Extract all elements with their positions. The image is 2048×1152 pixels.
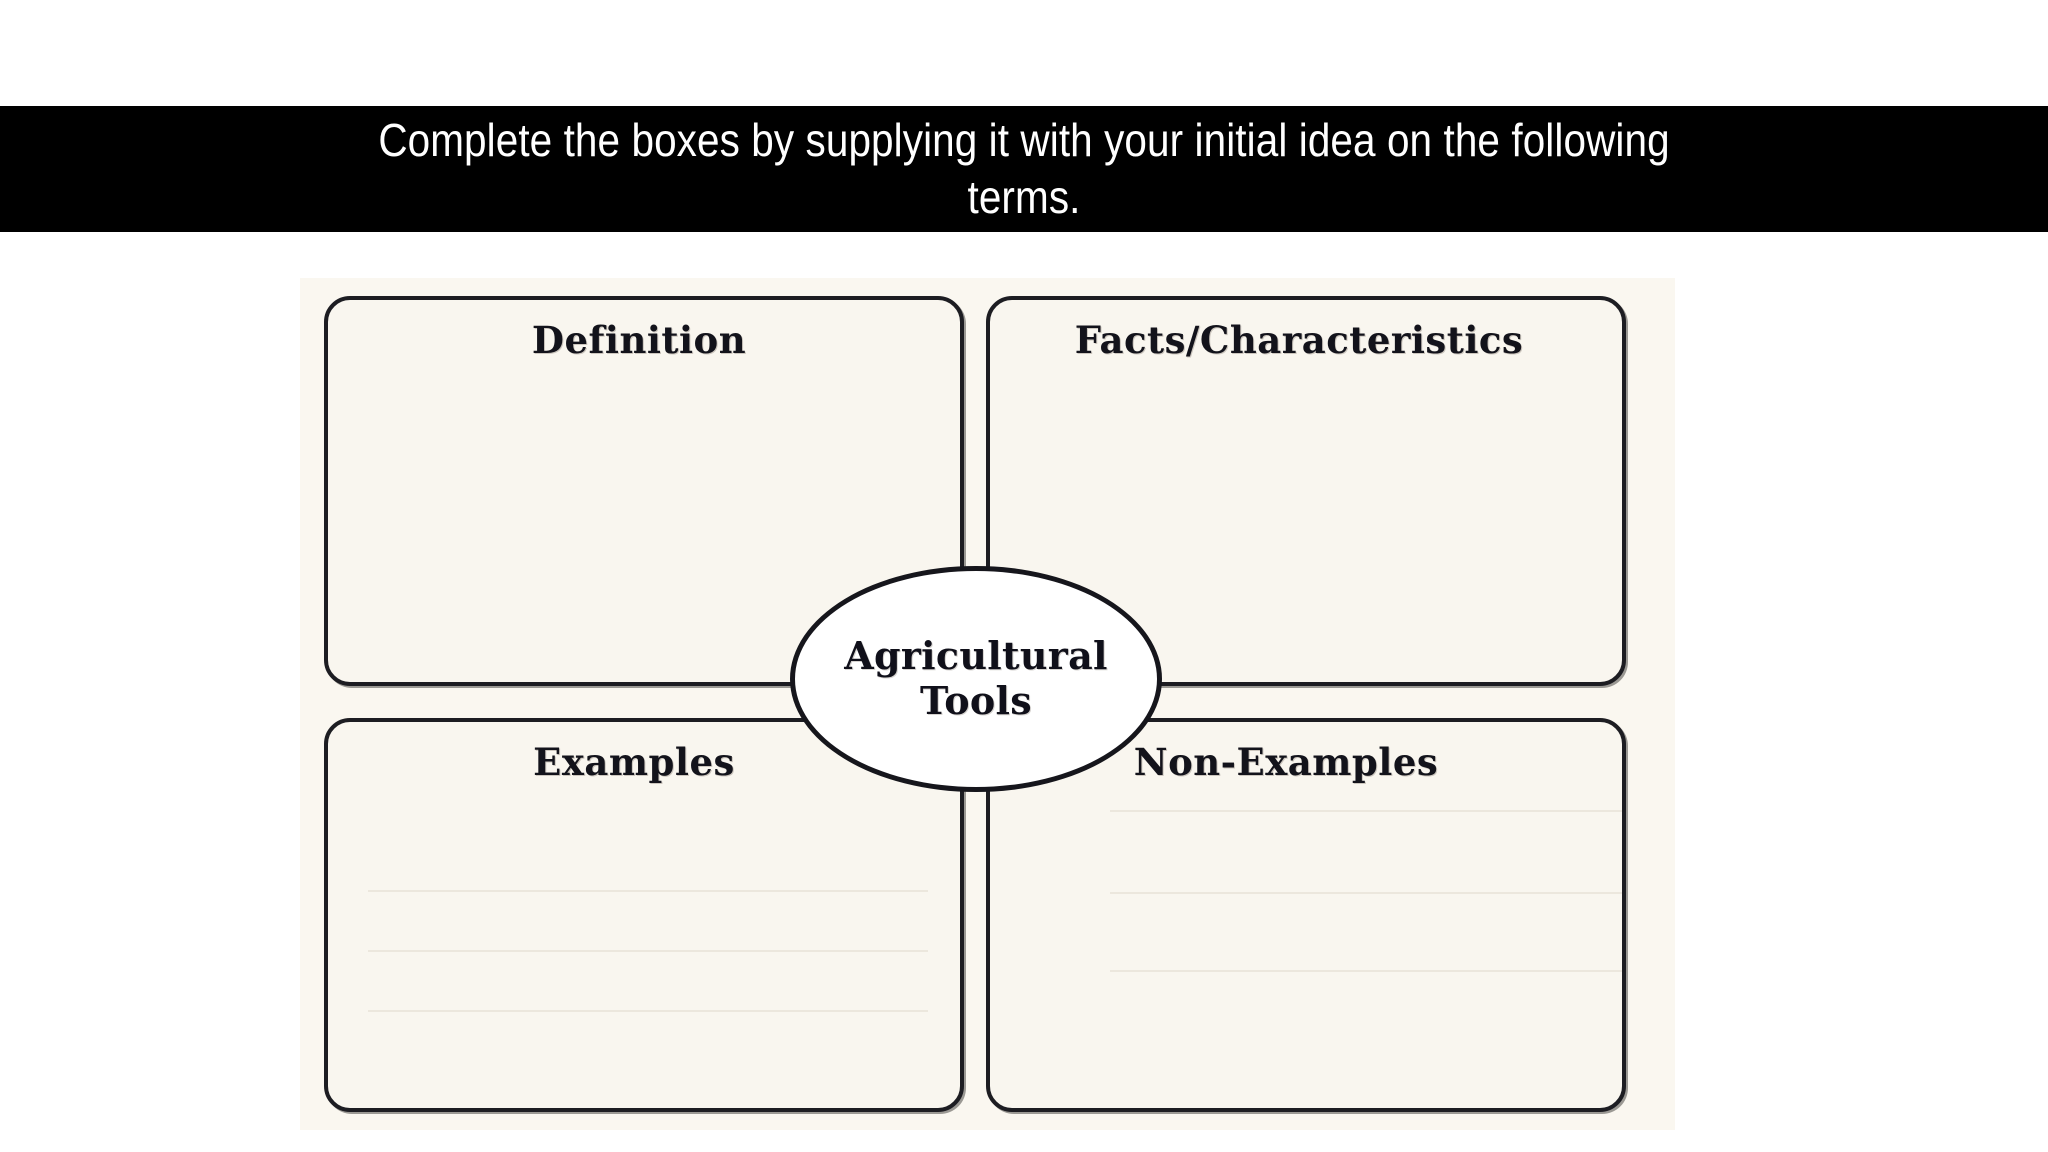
frayer-model-diagram: Definition Facts/Characteristics Example…: [300, 278, 1675, 1130]
center-concept-ellipse[interactable]: Agricultural Tools: [790, 566, 1162, 792]
writing-line: [368, 890, 928, 892]
quadrant-definition-label: Definition: [531, 318, 747, 362]
instruction-text: Complete the boxes by supplying it with …: [378, 113, 1670, 224]
quadrant-non-examples[interactable]: Non-Examples: [986, 718, 1626, 1112]
quadrant-examples-label: Examples: [533, 740, 735, 784]
writing-line: [368, 950, 928, 952]
instruction-banner: Complete the boxes by supplying it with …: [0, 106, 2048, 232]
center-concept-label: Agricultural Tools: [844, 633, 1108, 723]
writing-line: [368, 1010, 928, 1012]
writing-line: [1110, 970, 1622, 972]
writing-line: [1110, 892, 1622, 894]
writing-line: [1110, 810, 1622, 812]
quadrant-facts-characteristics-label: Facts/Characteristics: [1074, 318, 1524, 362]
quadrant-non-examples-label: Non-Examples: [1133, 740, 1439, 784]
quadrant-definition[interactable]: Definition: [324, 296, 964, 686]
quadrant-examples[interactable]: Examples: [324, 718, 964, 1112]
quadrant-facts-characteristics[interactable]: Facts/Characteristics: [986, 296, 1626, 686]
